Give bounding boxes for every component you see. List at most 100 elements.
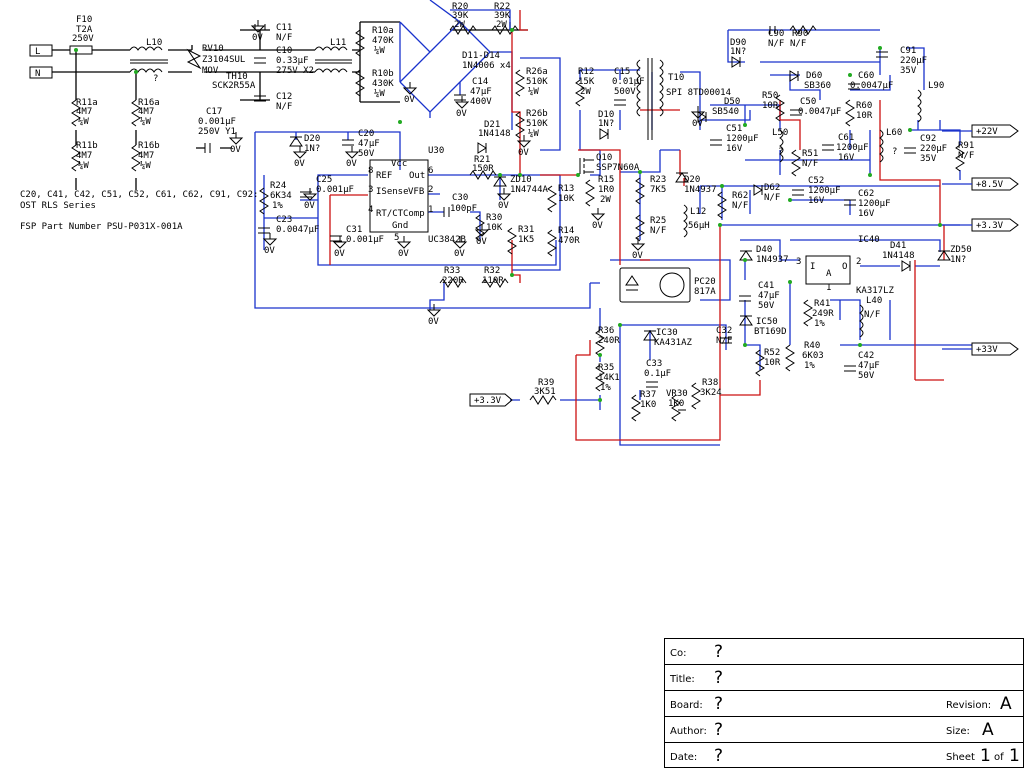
component-label: R11a [76, 98, 98, 108]
resistor-r33 [439, 278, 467, 288]
component-label: R41 [814, 299, 830, 309]
output-ports: +22V+8.5V+3.3V+33V [942, 124, 1019, 356]
component-label: 15K [578, 77, 595, 87]
component-label: 39K [452, 11, 469, 21]
component-label: 100pF [450, 204, 477, 214]
output-port-label: +8.5V [976, 180, 1004, 190]
trimmer-vr30 [671, 394, 686, 422]
component-label: VFB [408, 187, 424, 197]
component-label: 47µF [470, 87, 492, 97]
transformer-t10 [636, 58, 664, 140]
component-label: C11 [276, 23, 292, 33]
component-label: C90 [768, 29, 784, 39]
component-label: BT169D [754, 327, 787, 337]
title-label: Title: [670, 674, 695, 685]
ground-icon [332, 236, 348, 249]
resistor-r62 [717, 191, 727, 219]
component-label: R16b [138, 141, 160, 151]
sheet-of-label: of [994, 752, 1004, 763]
component-label: 0.001µF [316, 185, 354, 195]
component-symbols [69, 24, 965, 422]
output-port-label: +3.3V [976, 221, 1004, 231]
component-label: U30 [428, 146, 444, 156]
component-label: A [826, 269, 832, 279]
component-label: D90 [730, 38, 746, 48]
capacitor-c50 [790, 109, 802, 116]
component-label: D20 [684, 175, 700, 185]
revision-value: A [1000, 694, 1012, 714]
capacitor-c10 [254, 57, 266, 64]
sheet-total: 1 [1009, 746, 1020, 766]
co-value: ? [714, 642, 724, 662]
component-label: 16V [726, 144, 743, 154]
component-label: PC20 [694, 277, 716, 287]
component-label: L11 [330, 38, 346, 48]
component-label: 1R0 [598, 185, 614, 195]
ground-icon [426, 304, 442, 317]
output-port-flag [971, 218, 1019, 232]
ground-label: 0V [592, 221, 603, 231]
mosfet-q10 [579, 158, 594, 174]
component-label: C20 [358, 129, 374, 139]
resistor-r16b [131, 144, 141, 172]
component-label: 1% [814, 319, 825, 329]
resistor-r30 [475, 214, 485, 242]
mov-symbol [186, 48, 202, 70]
diode-d62 [753, 184, 763, 196]
capacitor-c41 [739, 295, 751, 302]
component-label: 0.001µF [346, 235, 384, 245]
component-label: 39K [494, 11, 511, 21]
component-label: D21 [484, 120, 500, 130]
component-label: 47µF [358, 139, 380, 149]
resistor-r11b [71, 144, 81, 172]
component-label: C62 [858, 189, 874, 199]
ground-label: 0V [632, 251, 643, 261]
component-label: 2W [454, 20, 465, 30]
ground-label: 0V [454, 249, 465, 259]
capacitor-c14 [454, 94, 466, 101]
capacitor-c32 [720, 337, 732, 344]
neutral-terminal: N [29, 66, 53, 79]
component-label: 4M7 [138, 107, 154, 117]
component-label: 16V [858, 209, 875, 219]
component-label: C10 [276, 46, 292, 56]
component-label: REF [376, 171, 392, 181]
component-label: 1 [826, 283, 831, 293]
component-label: R24 [270, 181, 286, 191]
ground-label: 0V [456, 109, 467, 119]
component-label: 10R [856, 111, 873, 121]
component-label: N/F [790, 39, 806, 49]
component-label: L12 [690, 207, 706, 217]
component-label: 1N4937 [684, 185, 717, 195]
component-label: R15 [598, 175, 614, 185]
inductor-l60 [879, 129, 884, 163]
ground-label: 0V [404, 95, 415, 105]
component-label: 1N? [730, 47, 746, 57]
component-label: 2W [580, 87, 591, 97]
component-label: TH10 [226, 72, 248, 82]
input-port-3v3: +3.3V [469, 393, 513, 407]
component-label: 470K [372, 36, 394, 46]
component-label: SB540 [712, 107, 739, 117]
ground-icon [344, 146, 360, 159]
ground-label: 0V [264, 246, 275, 256]
component-label: 47µF [758, 291, 780, 301]
component-label: 16V [838, 153, 855, 163]
component-label: 500V [614, 87, 636, 97]
component-label: N/F [732, 201, 748, 211]
component-label: 3K51 [534, 387, 556, 397]
component-label: 47µF [858, 361, 880, 371]
component-label: SSP7N60A [596, 163, 640, 173]
resistor-r60 [845, 99, 855, 127]
diode-d60 [789, 70, 799, 82]
ground-icon [590, 208, 606, 221]
revision-label: Revision: [946, 700, 992, 711]
component-label: ¼W [528, 87, 539, 97]
capacitor-c52 [792, 189, 804, 196]
component-label: 220µF [900, 56, 927, 66]
component-label: C14 [472, 77, 488, 87]
resistor-r36 [595, 329, 605, 357]
component-label: 510K [526, 77, 548, 87]
component-label: 35V [900, 66, 917, 76]
